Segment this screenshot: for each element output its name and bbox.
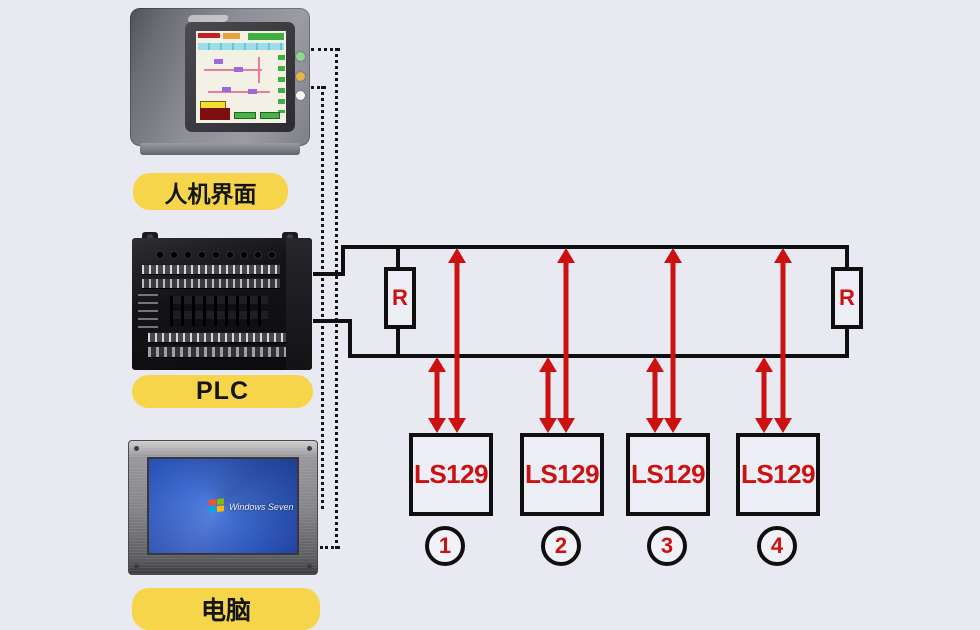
plc-bus-stub-bottom-riser bbox=[348, 319, 352, 358]
windows-logo-pane-red bbox=[209, 499, 216, 506]
hmi-flow-block bbox=[248, 89, 257, 94]
hmi-flow-line bbox=[258, 57, 260, 83]
plc-terminal-strip bbox=[148, 332, 286, 343]
pc-screw bbox=[307, 446, 312, 451]
pc-comm-line2-vertical bbox=[321, 86, 324, 509]
hmi-led-white bbox=[296, 91, 305, 100]
hmi-screen-title-bar bbox=[198, 33, 220, 38]
hmi-comm-line-vertical bbox=[335, 48, 338, 549]
plc-bus-stub-bottom bbox=[313, 319, 352, 323]
brand-logo bbox=[186, 15, 230, 22]
plc-side-panel bbox=[286, 238, 312, 370]
plc-device bbox=[132, 232, 312, 370]
hmi-screen-green-bar bbox=[248, 33, 284, 40]
hmi-screen-button bbox=[260, 112, 280, 119]
plc-terminal-strip bbox=[142, 264, 280, 275]
hmi-device bbox=[130, 8, 310, 155]
plc-label: PLC bbox=[132, 375, 313, 408]
node1-top-bus-arrow bbox=[448, 248, 466, 433]
node4-top-bus-arrow bbox=[774, 248, 792, 433]
hmi-flow-line bbox=[208, 91, 270, 93]
plc-bus-stub-top-riser bbox=[341, 245, 345, 276]
arrow-shaft bbox=[780, 257, 786, 424]
left-terminator-resistor: R bbox=[384, 267, 416, 329]
hmi-flow-block bbox=[222, 87, 231, 92]
windows-logo-icon bbox=[209, 498, 225, 514]
hmi-screen-status-chip bbox=[223, 33, 240, 39]
hmi-flow-line bbox=[204, 69, 262, 71]
node2-bottom-bus-arrow bbox=[539, 357, 557, 433]
hmi-dark-red-box bbox=[200, 108, 230, 120]
node-box-3: LS129 bbox=[626, 433, 710, 516]
node1-bottom-bus-arrow bbox=[428, 357, 446, 433]
plc-label-column bbox=[138, 294, 158, 330]
arrow-shaft bbox=[434, 366, 440, 424]
hmi-flow-block bbox=[234, 67, 243, 72]
node-number-2: 2 bbox=[541, 526, 581, 566]
node-box-2: LS129 bbox=[520, 433, 604, 516]
bus-line-top bbox=[341, 245, 849, 249]
node2-top-bus-arrow bbox=[557, 248, 575, 433]
arrow-shaft bbox=[670, 257, 676, 424]
hmi-screen-indicator-column bbox=[278, 55, 285, 113]
pc-comm-line-horizontal bbox=[320, 546, 340, 549]
pc-device: Windows Seven bbox=[128, 440, 318, 575]
right-terminator-resistor: R bbox=[831, 267, 863, 329]
plc-terminal-strip bbox=[142, 278, 280, 289]
hmi-comm-line-horizontal bbox=[311, 48, 340, 51]
node-number-4: 4 bbox=[757, 526, 797, 566]
plc-bus-stub-top bbox=[313, 272, 345, 276]
plc-mounting-ear bbox=[142, 232, 158, 242]
windows-logo-pane-blue bbox=[209, 506, 216, 513]
pc-screw bbox=[134, 564, 139, 569]
hmi-led-amber bbox=[296, 72, 305, 81]
hmi-screen bbox=[196, 31, 286, 123]
hmi-comm-line2-horizontal bbox=[311, 86, 326, 89]
arrow-shaft bbox=[652, 366, 658, 424]
node-number-1: 1 bbox=[425, 526, 465, 566]
hmi-screen-button bbox=[234, 112, 256, 119]
hmi-screen-toolbar bbox=[198, 43, 284, 50]
arrow-shaft bbox=[454, 257, 460, 424]
node4-bottom-bus-arrow bbox=[755, 357, 773, 433]
node3-bottom-bus-arrow bbox=[646, 357, 664, 433]
arrow-shaft bbox=[545, 366, 551, 424]
hmi-led-green bbox=[296, 52, 305, 61]
hmi-flow-block bbox=[214, 59, 223, 64]
pc-screw bbox=[134, 446, 139, 451]
node-number-3: 3 bbox=[647, 526, 687, 566]
pc-screen: Windows Seven bbox=[147, 457, 299, 555]
windows-logo-pane-yellow bbox=[217, 505, 224, 512]
hmi-label: 人机界面 bbox=[133, 173, 288, 210]
pc-label: 电脑 bbox=[132, 588, 320, 630]
arrow-shaft bbox=[563, 257, 569, 424]
pc-screw bbox=[307, 564, 312, 569]
node-box-4: LS129 bbox=[736, 433, 820, 516]
node3-top-bus-arrow bbox=[664, 248, 682, 433]
plc-mounting-ear bbox=[282, 232, 298, 242]
plc-vent-row bbox=[154, 250, 278, 260]
pc-screen-text: Windows Seven bbox=[229, 502, 294, 512]
arrow-shaft bbox=[761, 366, 767, 424]
plc-vent-grid bbox=[170, 296, 268, 326]
hmi-base bbox=[140, 143, 300, 155]
bus-line-bottom bbox=[348, 354, 849, 358]
windows-logo-pane-green bbox=[217, 498, 224, 505]
node-box-1: LS129 bbox=[409, 433, 493, 516]
plc-terminal-strip bbox=[148, 346, 286, 358]
